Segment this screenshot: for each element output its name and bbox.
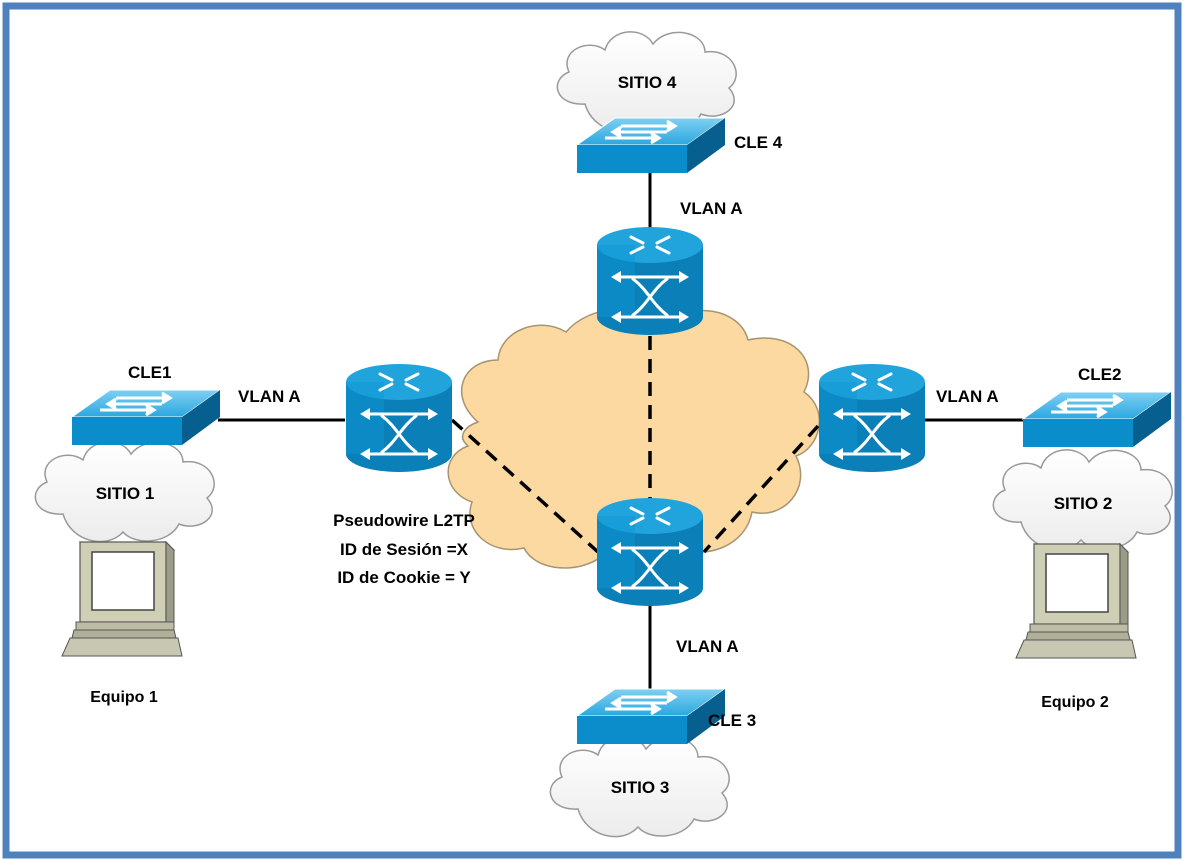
- pseudowire-title: Pseudowire L2TP: [333, 511, 475, 530]
- cle-label-3: CLE 3: [708, 711, 756, 730]
- site-label-1: SITIO 1: [96, 484, 155, 503]
- switch-icon: [575, 687, 727, 746]
- equipo-label-1: Equipo 1: [90, 689, 158, 706]
- computer-icon: [61, 541, 183, 657]
- router-icon: [595, 225, 705, 337]
- cle-label-2: CLE2: [1078, 365, 1121, 384]
- router-icon: [344, 362, 454, 474]
- equipo-label-2: Equipo 2: [1041, 694, 1109, 711]
- computer-icon: [1015, 543, 1137, 659]
- site-label-4: SITIO 4: [618, 73, 677, 92]
- site-label-3: SITIO 3: [611, 778, 670, 797]
- cle-label-4: CLE 4: [734, 133, 783, 152]
- core-cloud: [447, 308, 821, 569]
- vlan-label-top: VLAN A: [680, 199, 743, 218]
- pseudowire-links: [450, 336, 820, 554]
- cle-label-1: CLE1: [128, 363, 171, 382]
- vlan-label-bottom: VLAN A: [676, 637, 739, 656]
- pseudowire-session-id: ID de Sesión =X: [340, 540, 469, 559]
- switch-icon: [575, 116, 727, 175]
- vlan-label-left: VLAN A: [238, 387, 301, 406]
- pseudowire-cookie-id: ID de Cookie = Y: [337, 568, 471, 587]
- router-icon: [817, 362, 927, 474]
- site-label-2: SITIO 2: [1054, 494, 1113, 513]
- vlan-label-right: VLAN A: [936, 387, 999, 406]
- switch-icon: [1021, 390, 1173, 449]
- switch-icon: [70, 388, 222, 447]
- router-icon: [595, 496, 705, 608]
